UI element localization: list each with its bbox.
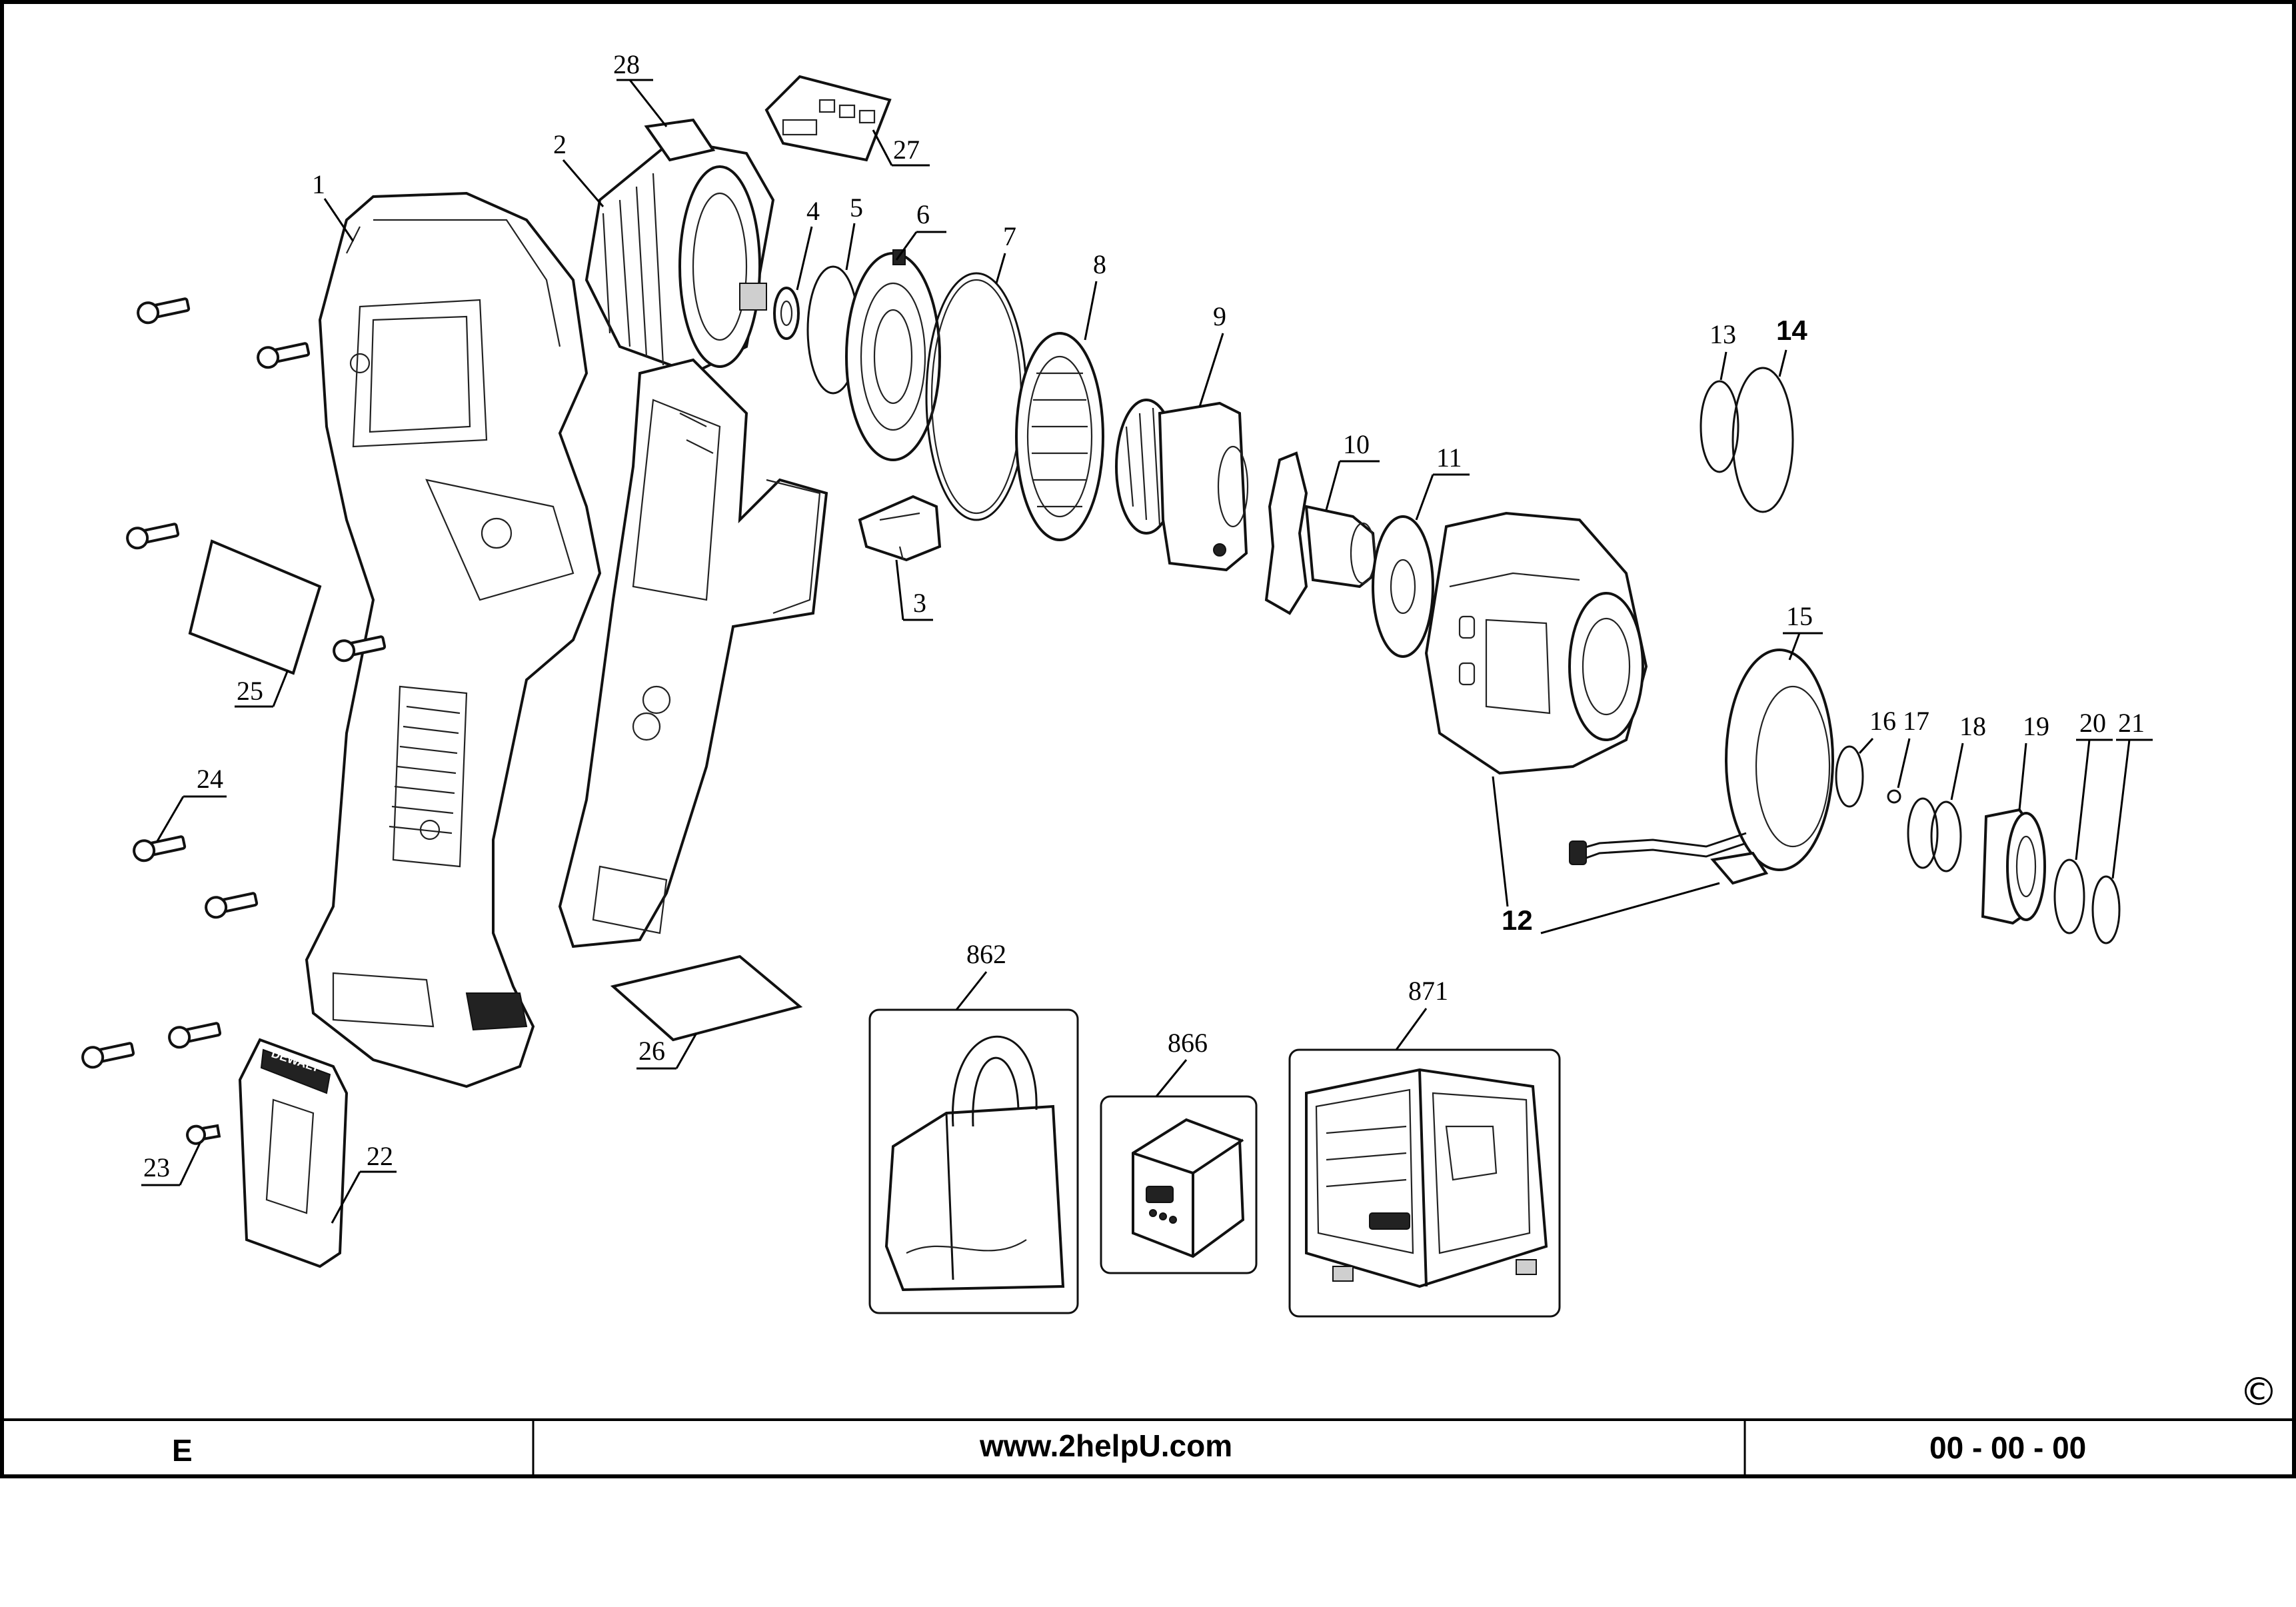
- part-18-spring-b: [1930, 801, 1962, 872]
- callout-14: 14: [1776, 315, 1807, 346]
- part-3-bracket: [858, 495, 942, 562]
- callout-866: 866: [1168, 1028, 1208, 1058]
- callout-20: 20: [2079, 708, 2106, 738]
- switch-board-assembly: [558, 358, 828, 948]
- part-6-bearing-housing: [845, 249, 941, 461]
- part-15-nose-cover: [1569, 649, 1834, 885]
- footer-website[interactable]: www.2helpU.com: [979, 1428, 1232, 1463]
- callout-6: 6: [916, 199, 930, 229]
- part-14-ring: [1731, 367, 1794, 513]
- callout-871: 871: [1408, 976, 1448, 1006]
- callout-23: 23: [143, 1152, 170, 1182]
- part-2-motor: [584, 118, 775, 375]
- screw-icon: [126, 523, 180, 550]
- part-25-label: [188, 539, 322, 675]
- callout-25: 25: [237, 676, 263, 706]
- callout-5: 5: [850, 193, 863, 223]
- part-26-sheet: [610, 954, 803, 1042]
- bag-icon: [884, 1035, 1065, 1292]
- part-4-washer: [773, 287, 800, 340]
- screw-icon: [81, 1042, 135, 1069]
- footer-left-code: E: [172, 1433, 193, 1468]
- drawing-frame: [0, 0, 2296, 1478]
- callout-862: 862: [966, 939, 1006, 969]
- callout-8: 8: [1093, 249, 1106, 279]
- callout-7: 7: [1003, 221, 1016, 251]
- screw-icon: [133, 835, 187, 862]
- part-11-washer: [1372, 515, 1434, 658]
- callout-27: 27: [893, 135, 920, 165]
- callout-21: 21: [2118, 708, 2145, 738]
- part-10-anvil: [1264, 451, 1378, 615]
- charger-icon: [1305, 1068, 1548, 1288]
- part-8-ring-gear: [1015, 332, 1104, 541]
- callout-4: 4: [806, 196, 820, 226]
- callout-12: 12: [1502, 904, 1533, 936]
- callout-26: 26: [638, 1036, 665, 1066]
- callout-2: 2: [553, 129, 567, 159]
- callout-24: 24: [197, 764, 223, 794]
- battery-icon: [1132, 1118, 1245, 1258]
- part-27-pcb: [764, 75, 892, 162]
- callout-1: 1: [312, 169, 325, 199]
- callout-10: 10: [1343, 429, 1370, 459]
- screw-icon-group: [81, 297, 387, 1069]
- part-17-ball: [1887, 789, 1901, 804]
- part-22-belt-clip: DEWALT: [238, 1038, 349, 1268]
- screw-icon: [205, 892, 259, 919]
- callout-28: 28: [613, 49, 640, 79]
- callout-22: 22: [367, 1141, 393, 1171]
- callout-16: 16: [1869, 706, 1896, 736]
- part-18-spring-a: [1907, 797, 1939, 869]
- part-13-ring: [1700, 380, 1739, 473]
- callout-3: 3: [913, 588, 926, 618]
- part-12-gear-case: [1424, 511, 1648, 775]
- callout-11: 11: [1436, 443, 1462, 473]
- callout-13: 13: [1710, 319, 1736, 349]
- part-19-collar: [1981, 808, 2046, 925]
- screw-icon: [168, 1022, 222, 1049]
- part-16-ring: [1835, 745, 1864, 808]
- footer-date-code: 00 - 00 - 00: [1929, 1430, 2086, 1465]
- copyright-symbol: ©: [2239, 1369, 2278, 1414]
- callout-15: 15: [1786, 601, 1813, 631]
- screw-icon: [333, 635, 387, 663]
- screw-icon: [257, 342, 311, 369]
- part-21-ring: [2091, 875, 2121, 944]
- part-7-gasket: [925, 272, 1028, 521]
- part-9-hammer: [1115, 399, 1249, 572]
- callout-19: 19: [2023, 711, 2049, 741]
- part-20-ring: [2053, 858, 2085, 934]
- callout-18: 18: [1959, 711, 1986, 741]
- screw-icon: [137, 297, 191, 325]
- callout-17: 17: [1903, 706, 1929, 736]
- part-1-housing: [305, 191, 602, 1088]
- part-23-screw: [186, 1124, 221, 1145]
- callout-9: 9: [1213, 301, 1226, 331]
